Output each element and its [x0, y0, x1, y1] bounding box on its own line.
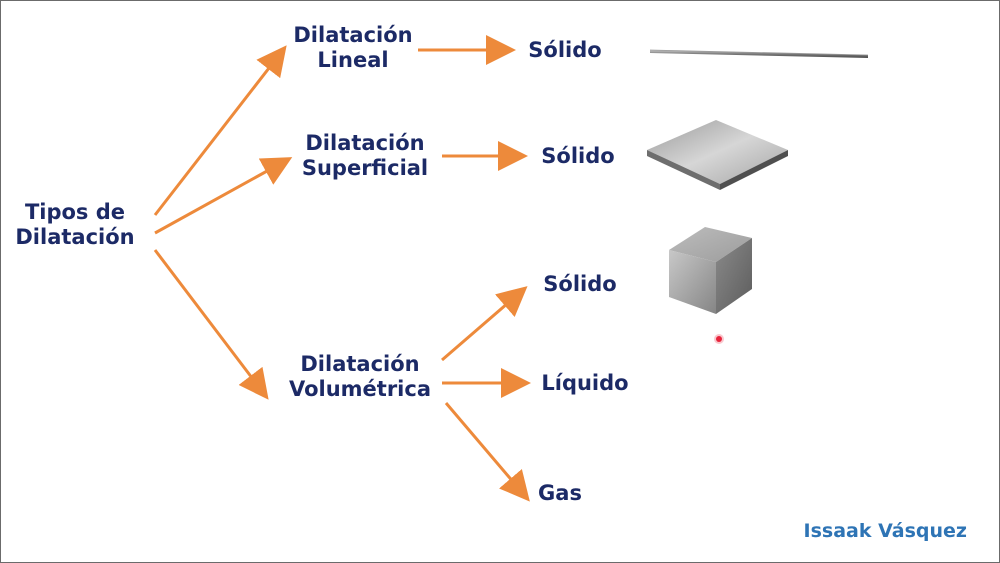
- arrow-root-volumetrica: [153, 249, 269, 400]
- state-volumetrica-gas: Gas: [538, 481, 582, 505]
- arrow-volumetrica-gas: [444, 402, 530, 502]
- state-lineal-solido: Sólido: [528, 38, 602, 62]
- metal-cube-icon: [669, 227, 752, 314]
- pointer-dot: [716, 336, 722, 342]
- state-superficial-solido: Sólido: [541, 144, 615, 168]
- metal-plate-icon: [647, 120, 788, 190]
- branch-volumetrica-label: Dilatación Volumétrica: [280, 352, 440, 402]
- state-volumetrica-liquido: Líquido: [541, 371, 629, 395]
- root-label-line2: Dilatación: [15, 225, 135, 249]
- branch-superficial-line1: Dilatación: [305, 131, 425, 155]
- arrow-volumetrica-solido: [441, 286, 528, 362]
- arrow-root-lineal: [153, 45, 287, 216]
- thin-rod-icon: [649, 49, 869, 58]
- root-label-line1: Tipos de: [24, 200, 126, 224]
- branch-volumetrica-line1: Dilatación: [300, 352, 420, 376]
- branch-superficial-line2: Superficial: [301, 156, 429, 180]
- branch-lineal-line2: Lineal: [317, 48, 389, 72]
- state-volumetrica-solido: Sólido: [543, 272, 617, 296]
- branch-lineal-label: Dilatación Lineal: [283, 23, 423, 73]
- branch-lineal-line1: Dilatación: [293, 23, 413, 47]
- branch-volumetrica-line2: Volumétrica: [288, 377, 432, 401]
- root-label: Tipos de Dilatación: [10, 200, 140, 250]
- author-credit: Issaak Vásquez: [803, 520, 967, 542]
- branch-superficial-label: Dilatación Superficial: [292, 131, 438, 181]
- arrow-root-superficial: [154, 157, 293, 235]
